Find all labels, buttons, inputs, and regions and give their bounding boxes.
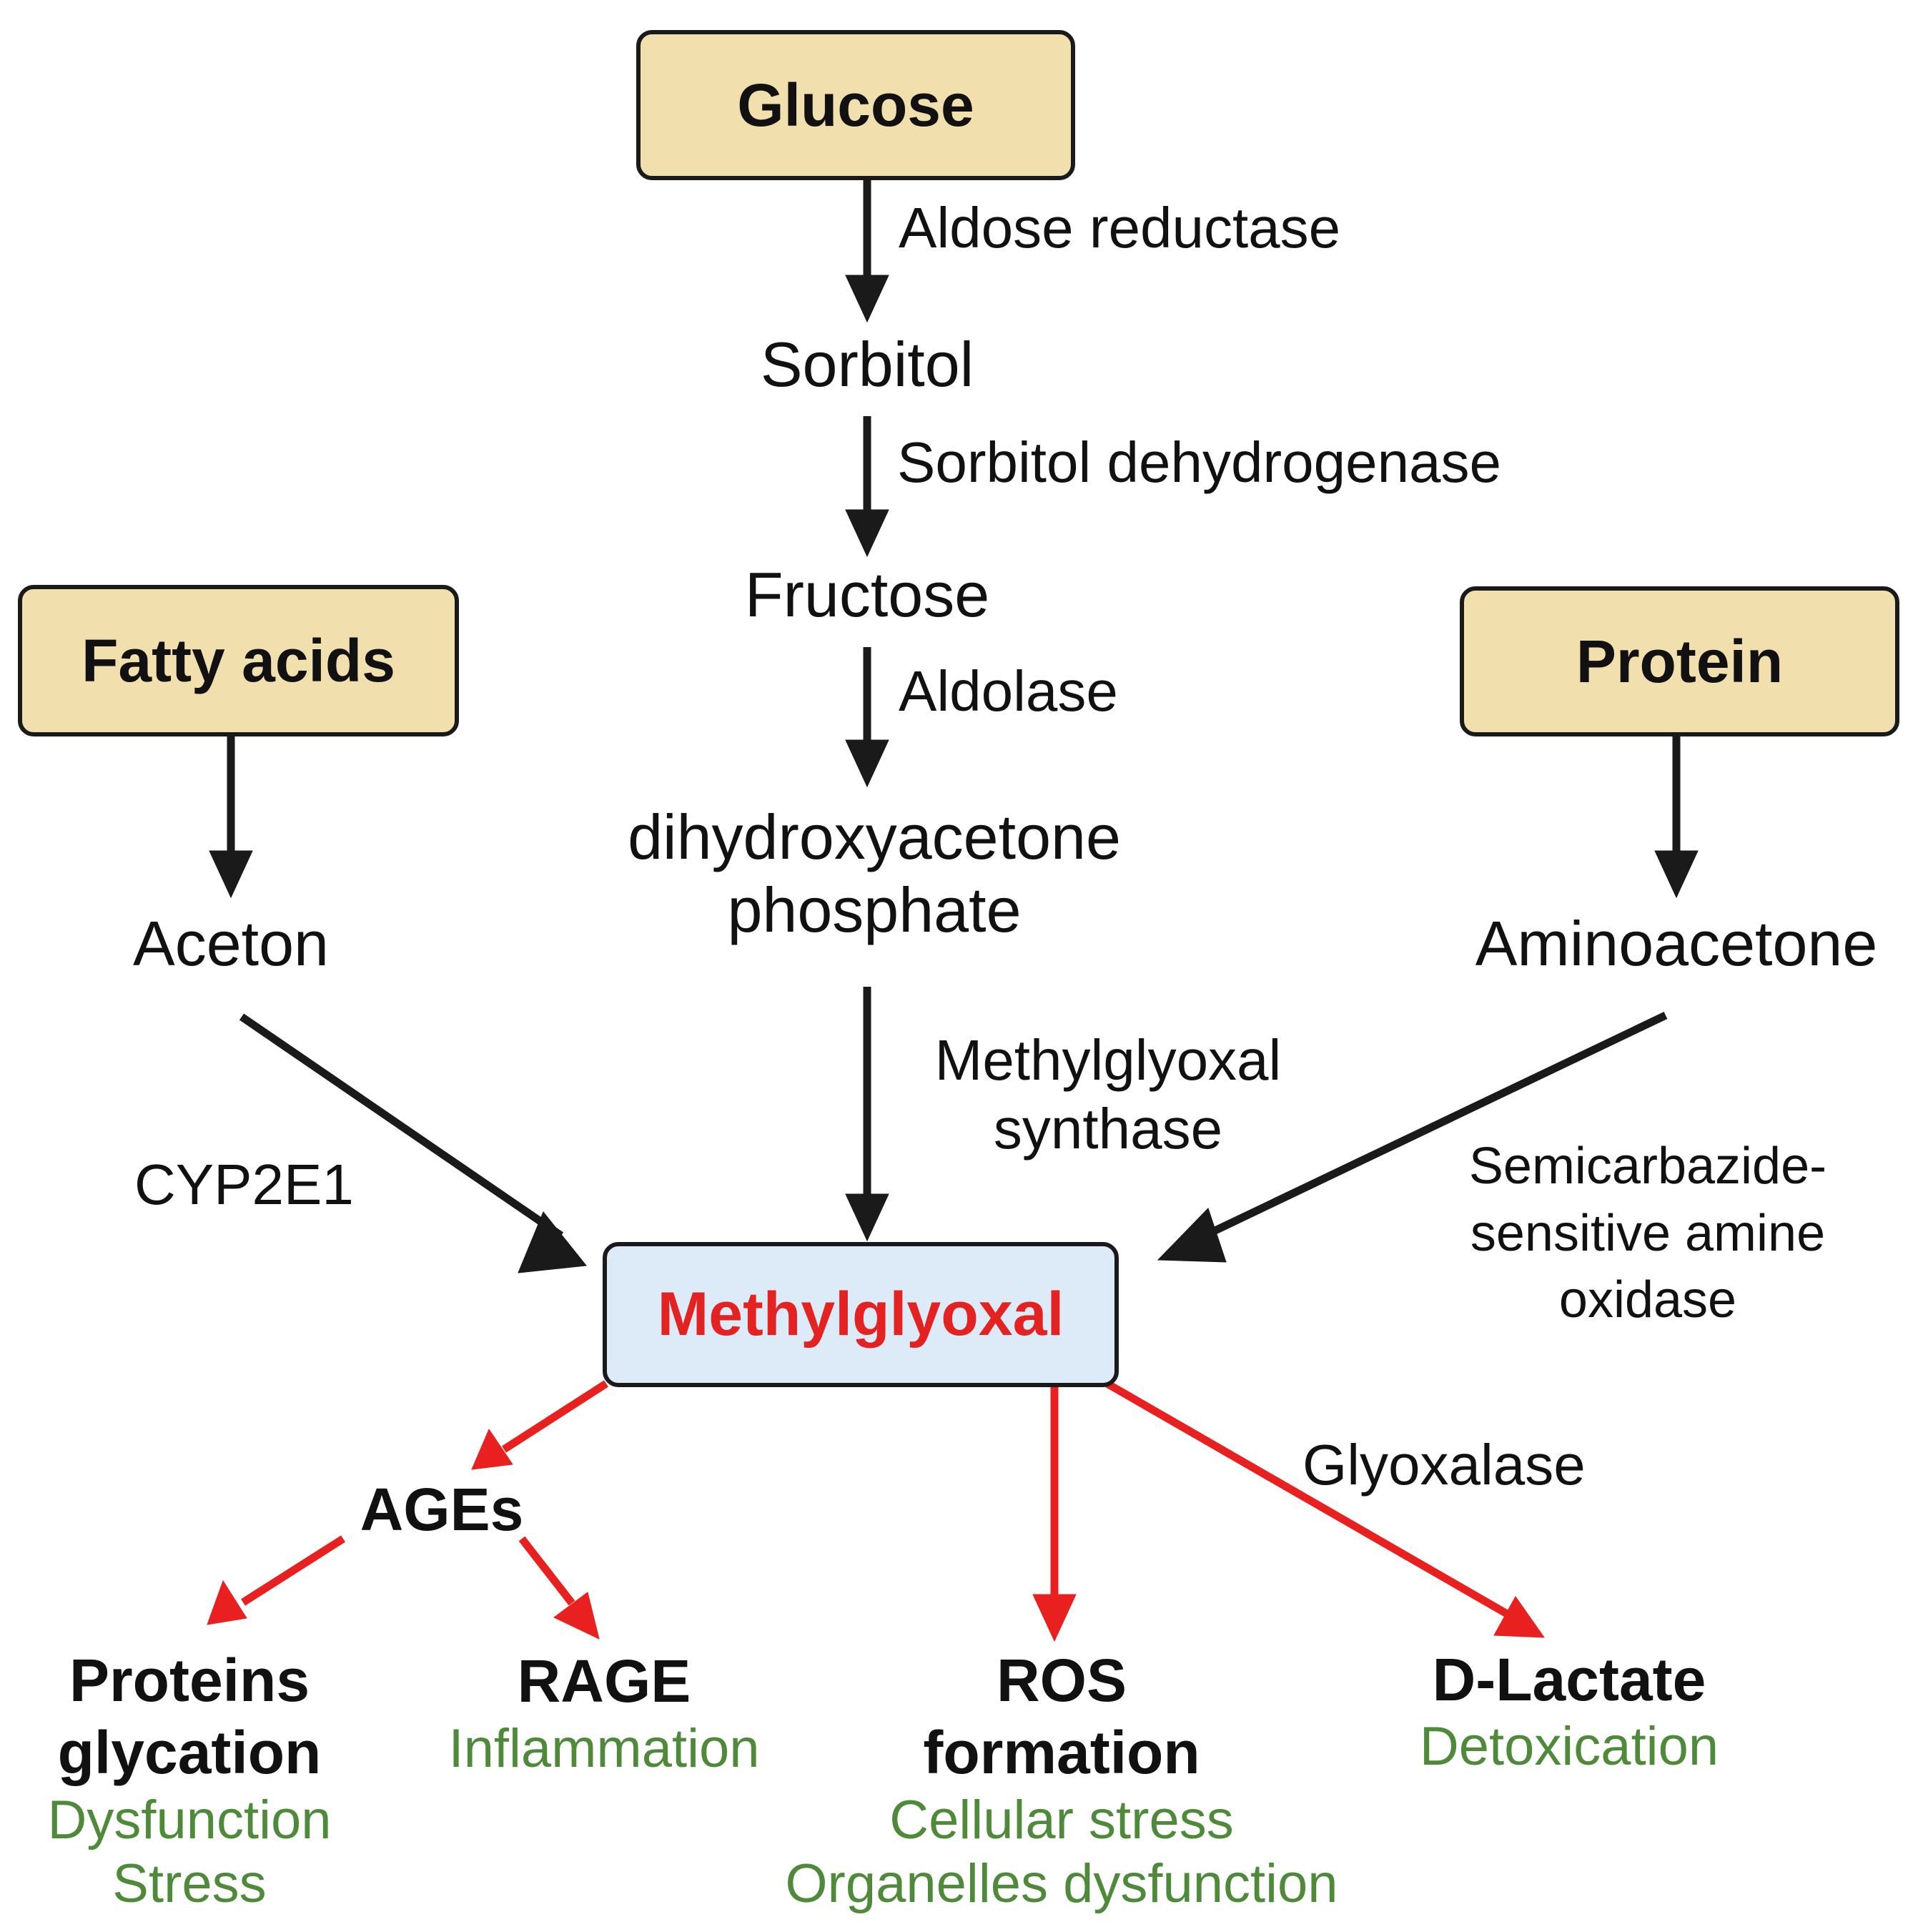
glucose-label: Glucose bbox=[737, 71, 974, 139]
mg-synthase-line2: synthase bbox=[993, 1097, 1223, 1160]
protein-label: Protein bbox=[1576, 627, 1784, 695]
arrow-ages-to-proteins-glycation bbox=[207, 1535, 345, 1625]
black-arrows bbox=[209, 175, 1699, 1273]
methylglyoxal-box: Methylglyoxal bbox=[603, 1242, 1119, 1387]
cyp2e1-label: CYP2E1 bbox=[134, 1153, 354, 1216]
dhap-line1: dihydroxyacetone bbox=[628, 802, 1121, 872]
proteins-glycation-line1: Proteins bbox=[69, 1647, 310, 1714]
arrow-methylglyoxal-to-ages bbox=[471, 1380, 608, 1470]
arrow-methylglyoxal-to-dlactate bbox=[1099, 1376, 1545, 1638]
arrow-methylglyoxal-to-ros bbox=[1032, 1387, 1077, 1642]
proteins-glycation-effect2: Stress bbox=[112, 1853, 267, 1914]
ssao-line1: Semicarbazide- bbox=[1468, 1138, 1827, 1195]
dlactate-group: D-Lactate Detoxication bbox=[1369, 1645, 1769, 1779]
fatty-acids-box: Fatty acids bbox=[18, 585, 459, 736]
fatty-acids-label: Fatty acids bbox=[81, 626, 395, 694]
ros-effect2: Organelles dysfunction bbox=[785, 1853, 1338, 1914]
dlactate-label: D-Lactate bbox=[1432, 1646, 1706, 1713]
arrow-sorbitol-to-fructose bbox=[845, 416, 889, 558]
arrow-aminoacetone-to-methylglyoxal bbox=[1157, 1012, 1668, 1263]
proteins-glycation-effect1: Dysfunction bbox=[47, 1789, 332, 1850]
dhap-line2: phosphate bbox=[727, 874, 1022, 946]
arrow-fructose-to-dhap bbox=[845, 647, 889, 788]
glucose-box: Glucose bbox=[636, 30, 1075, 180]
fructose-label: Fructose bbox=[744, 559, 990, 630]
proteins-glycation-line2: glycation bbox=[57, 1718, 322, 1786]
glyoxalase-label: Glyoxalase bbox=[1302, 1433, 1586, 1497]
arrow-ages-to-rage bbox=[518, 1536, 600, 1640]
red-arrows bbox=[207, 1376, 1545, 1642]
mg-synthase-line1: Methylglyoxal bbox=[934, 1028, 1282, 1092]
ros-effect1: Cellular stress bbox=[889, 1789, 1234, 1850]
sorbitol-dehydrogenase-label: Sorbitol dehydrogenase bbox=[897, 430, 1502, 494]
dhap-label: dihydroxyacetone phosphate bbox=[553, 801, 1196, 947]
ssao-line2: sensitive amine bbox=[1470, 1204, 1826, 1262]
ros-group: ROS formation Cellular stress Organelles… bbox=[740, 1645, 1383, 1916]
arrow-fatty-acids-to-aceton bbox=[209, 736, 253, 899]
aldose-reductase-label: Aldose reductase bbox=[899, 196, 1341, 260]
methylglyoxal-synthase-label: Methylglyoxal synthase bbox=[894, 1026, 1323, 1163]
arrow-aceton-to-methylglyoxal bbox=[239, 1013, 587, 1273]
rage-label: RAGE bbox=[517, 1647, 691, 1715]
arrow-glucose-to-sorbitol bbox=[845, 175, 889, 323]
aldolase-label: Aldolase bbox=[899, 659, 1118, 723]
proteins-glycation-group: Proteins glycation Dysfunction Stress bbox=[14, 1645, 365, 1916]
ros-line1: ROS bbox=[996, 1647, 1127, 1714]
aceton-label: Aceton bbox=[133, 908, 329, 979]
rage-group: RAGE Inflammation bbox=[407, 1645, 801, 1781]
arrow-dhap-to-methylglyoxal bbox=[845, 987, 889, 1242]
ages-label: AGEs bbox=[360, 1476, 524, 1543]
protein-box: Protein bbox=[1460, 586, 1899, 736]
ssao-line3: oxidase bbox=[1558, 1271, 1737, 1329]
aminoacetone-label: Aminoacetone bbox=[1475, 908, 1878, 979]
methylglyoxal-label: Methylglyoxal bbox=[657, 1280, 1064, 1349]
ros-line2: formation bbox=[923, 1718, 1200, 1786]
sorbitol-label: Sorbitol bbox=[760, 329, 974, 400]
rage-effect: Inflammation bbox=[448, 1718, 760, 1780]
dlactate-effect: Detoxication bbox=[1419, 1716, 1719, 1778]
arrow-protein-to-aminoacetone bbox=[1654, 736, 1699, 899]
ssao-label: Semicarbazide- sensitive amine oxidase bbox=[1415, 1133, 1880, 1334]
